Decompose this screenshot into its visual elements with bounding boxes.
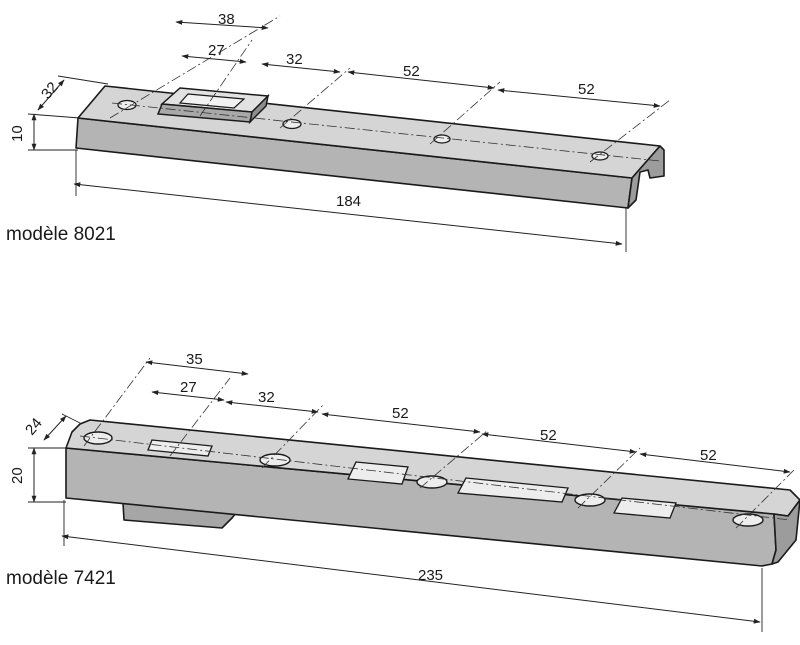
dim-8021-52a: 52 (403, 63, 420, 80)
dim-8021-32: 32 (286, 51, 303, 68)
dim-7421-52b: 52 (540, 427, 557, 444)
dim-7421-35: 35 (186, 351, 203, 368)
screw-hole-7421-2 (259, 453, 291, 467)
dim-7421-height: 20 (9, 467, 26, 484)
slot-7421-1 (147, 439, 213, 457)
dim-7421-52c: 52 (700, 447, 717, 464)
plate-7421-end-face (771, 499, 800, 565)
dim-8021-width: 32 (38, 79, 62, 103)
center-lines-7421 (79, 357, 797, 529)
dim-7421-32: 32 (258, 389, 275, 406)
dim-7421-52a: 52 (392, 405, 409, 422)
dim-8021-184: 184 (336, 193, 361, 210)
screw-hole-7421-5 (732, 513, 764, 527)
strike-block-8021-slot (178, 93, 246, 109)
model-7421-drawing: 35 27 32 52 52 52 235 24 20 modèle 7421 (6, 351, 800, 632)
dimension-lines-8021 (27, 19, 661, 252)
dim-7421-27: 27 (180, 379, 197, 396)
model-8021-drawing: 38 27 32 52 52 184 32 10 modèle 8021 (6, 11, 671, 252)
slot-7421-2 (347, 461, 409, 485)
dim-8021-38: 38 (218, 11, 235, 28)
plate-8021 (75, 85, 665, 209)
screw-hole-8021-1 (117, 99, 137, 111)
dim-8021-27: 27 (208, 42, 225, 59)
dim-8021-52b: 52 (578, 81, 595, 98)
dim-7421-width: 24 (22, 415, 46, 439)
dim-8021-height: 10 (9, 125, 26, 142)
slot-7421-3 (456, 477, 569, 503)
screw-hole-7421-3 (416, 475, 448, 489)
plate-7421 (65, 419, 800, 567)
dim-7421-235: 235 (418, 567, 443, 584)
screw-hole-7421-4 (574, 493, 606, 507)
model-7421-label: modèle 7421 (6, 568, 116, 589)
model-8021-label: modèle 8021 (6, 224, 116, 245)
center-lines-8021 (109, 15, 671, 163)
slot-7421-4 (612, 497, 677, 519)
plate-8021-end-hook (627, 145, 665, 209)
screw-hole-8021-2 (282, 118, 302, 130)
strike-block-8021-side (248, 93, 270, 125)
dimension-lines-7421 (28, 360, 791, 632)
screw-hole-8021-3 (433, 134, 451, 144)
